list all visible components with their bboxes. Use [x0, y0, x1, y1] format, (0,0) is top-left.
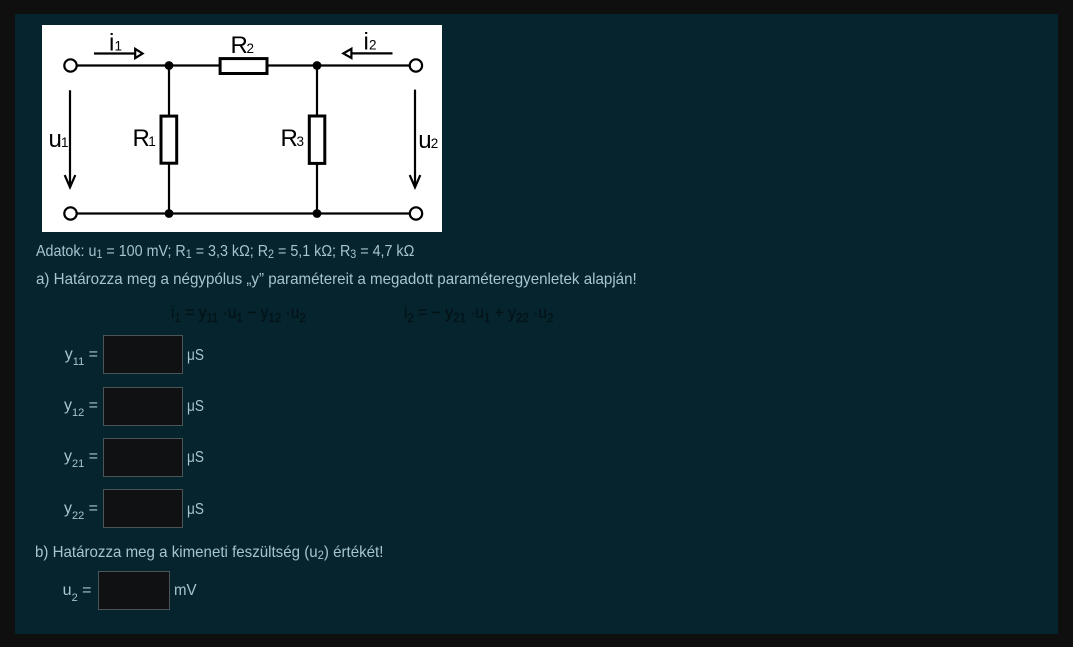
svg-text:u: u — [418, 127, 431, 154]
svg-text:i: i — [364, 29, 369, 56]
svg-text:R: R — [281, 125, 298, 152]
svg-text:1: 1 — [148, 134, 156, 149]
svg-text:3: 3 — [297, 134, 305, 149]
svg-text:R: R — [231, 32, 248, 59]
svg-text:2: 2 — [431, 136, 439, 151]
svg-text:u: u — [49, 126, 62, 153]
svg-text:R: R — [133, 125, 150, 152]
svg-text:i: i — [109, 30, 114, 57]
svg-text:1: 1 — [61, 135, 69, 150]
svg-text:1: 1 — [115, 39, 123, 54]
svg-text:2: 2 — [369, 38, 377, 53]
svg-text:2: 2 — [247, 41, 255, 56]
